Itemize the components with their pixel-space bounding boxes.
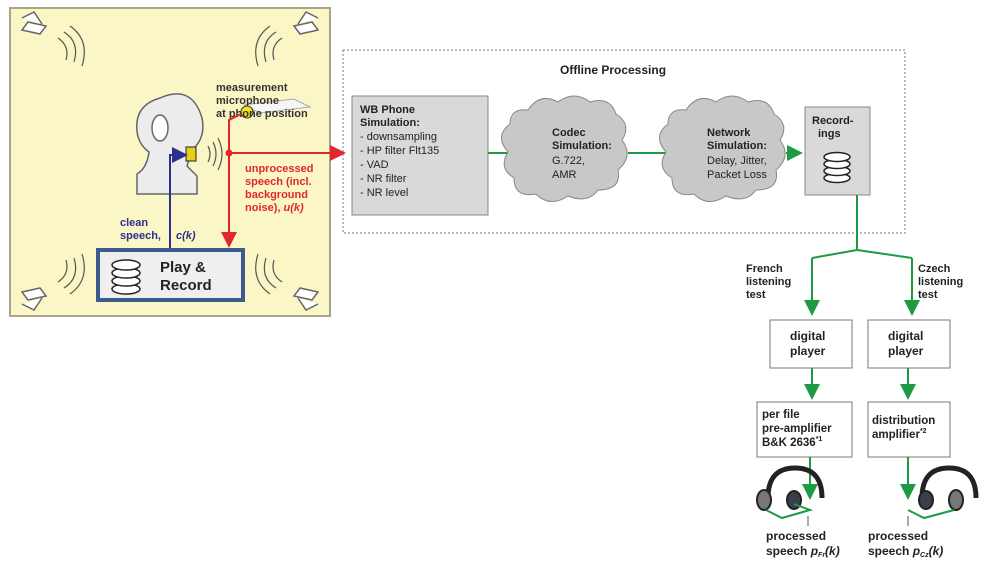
database-icon	[111, 259, 141, 295]
czech-output-label: processed speech pCz(k)	[868, 529, 943, 559]
split-lines	[811, 195, 913, 259]
french-test-label: French listening test	[746, 263, 794, 301]
head-and-torso-simulator-icon	[136, 93, 204, 195]
french-digital-player-label: digital player	[790, 329, 829, 358]
network-label: Network Simulation: Delay, Jitter, Packe…	[707, 127, 770, 181]
network-cloud	[659, 95, 786, 202]
recordings-label: Record- ings	[812, 115, 857, 140]
czech-test-label: Czech listening test	[918, 263, 966, 301]
codec-cloud	[501, 95, 628, 202]
french-amplifier-box	[756, 401, 853, 458]
measurement-microphone-icon	[240, 98, 312, 119]
wb-phone-box	[351, 95, 489, 216]
clean-speech-label: clean speech, c(k)	[120, 217, 196, 242]
headphones-icon	[918, 465, 979, 511]
french-headphone-lead	[765, 503, 814, 520]
clean-speech-arrow	[169, 147, 188, 250]
mic-lead	[228, 113, 242, 153]
czech-digital-player-label: digital player	[888, 329, 927, 358]
czech-amplifier-box	[867, 401, 951, 458]
mouth-speaker-icon	[185, 146, 197, 162]
czech-digital-player-box	[867, 319, 951, 369]
headphones-icon	[756, 465, 825, 511]
czech-headphone-lead	[907, 509, 955, 520]
sound-waves-icon	[57, 25, 283, 295]
microphone-label: measurement microphone at phone position	[216, 82, 308, 120]
play-record-label: Play & Record	[160, 259, 212, 294]
codec-label: Codec Simulation: G.722, AMR	[552, 127, 615, 181]
database-icon	[823, 151, 851, 184]
czech-amplifier-label: distribution amplifier*2	[872, 415, 938, 441]
french-output-label: processed speech pFr(k)	[766, 529, 840, 559]
unprocessed-speech-label: unprocessed speech (incl. background noi…	[245, 163, 317, 214]
wb-phone-label: WB Phone Simulation: - downsampling - HP…	[360, 104, 442, 199]
speaker-icon	[20, 11, 320, 311]
french-amplifier-label: per file pre-amplifier B&K 2636*1	[762, 409, 835, 449]
offline-processing-title: Offline Processing	[560, 63, 666, 77]
offline-processing-box	[342, 49, 906, 234]
